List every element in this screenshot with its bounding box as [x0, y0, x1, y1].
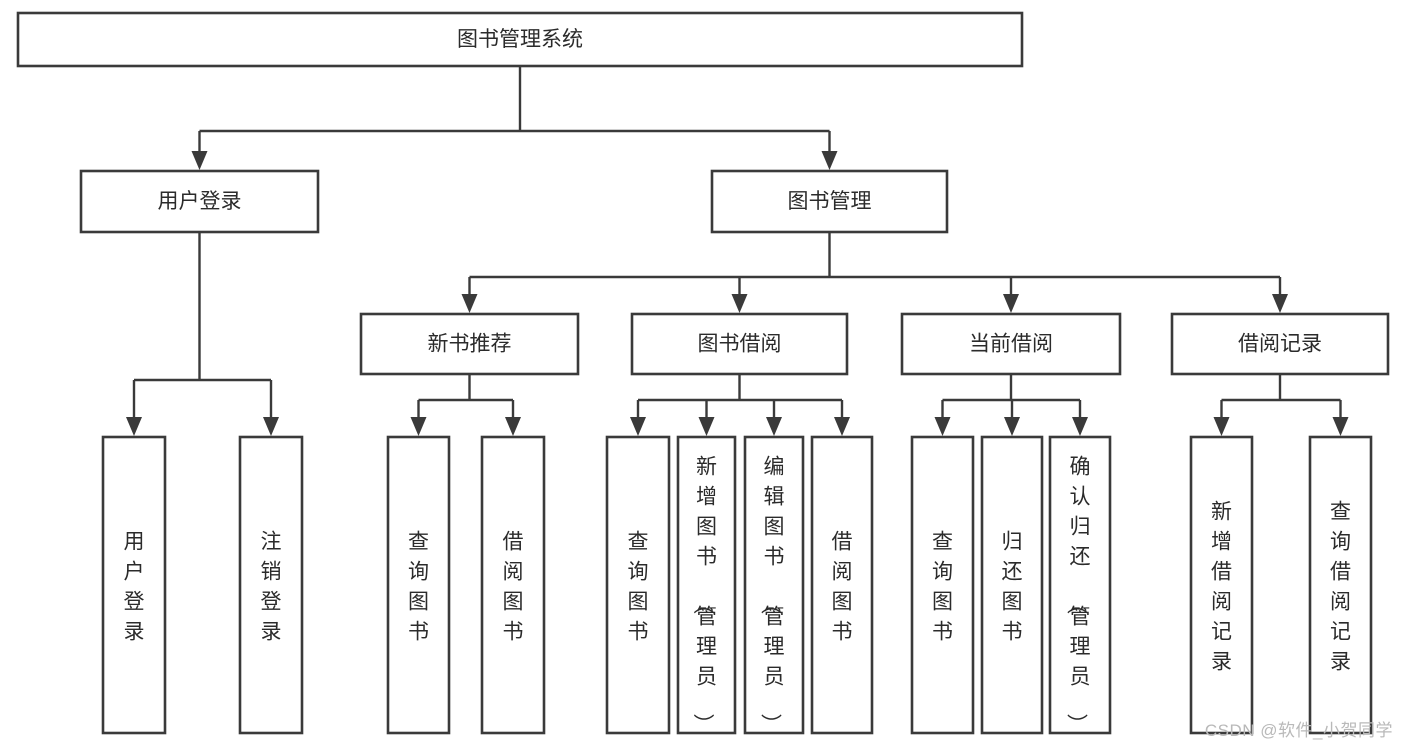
node-box	[16, 11, 1024, 68]
node-box	[1189, 435, 1254, 735]
node-root[interactable]: 图书管理系统	[16, 11, 1024, 68]
arrow-head-icon	[1004, 417, 1020, 436]
node-label: 借阅图书	[832, 530, 853, 643]
arrow-head-icon	[630, 417, 646, 436]
node-label: 归还图书	[1002, 530, 1023, 643]
node-label: 借阅记录	[1238, 333, 1322, 356]
node-box	[386, 435, 451, 735]
arrow-head-icon	[698, 417, 715, 436]
node-box	[710, 169, 949, 234]
node-label: 编辑图书（管理员）	[759, 455, 785, 734]
arrow-head-icon	[126, 417, 142, 436]
node-box	[101, 435, 167, 735]
node-label: 查询图书	[628, 530, 649, 643]
node-book-management[interactable]: 图书管理	[710, 169, 949, 234]
arrow-head-icon	[834, 417, 850, 436]
leaf-node-leaf-confirm-return[interactable]: 确认归还（管理员）	[1048, 435, 1112, 735]
leaf-node-leaf-query-book-1[interactable]: 查询图书	[386, 435, 451, 735]
node-box	[1048, 435, 1112, 735]
node-borrow-record[interactable]: 借阅记录	[1170, 312, 1390, 376]
node-box	[980, 435, 1044, 735]
node-box	[79, 169, 320, 234]
node-box	[238, 435, 304, 735]
node-box	[1308, 435, 1373, 735]
node-label: 当前借阅	[969, 333, 1053, 356]
nodes-layer: 图书管理系统用户登录图书管理新书推荐图书借阅当前借阅借阅记录用户登录注销登录查询…	[16, 11, 1390, 735]
arrow-head-icon	[1272, 294, 1288, 313]
node-box	[676, 435, 737, 735]
node-label: 注销登录	[261, 530, 282, 643]
node-box	[743, 435, 805, 735]
leaf-node-leaf-borrow-book-2[interactable]: 借阅图书	[810, 435, 874, 735]
node-new-book-recommend[interactable]: 新书推荐	[359, 312, 580, 376]
arrow-head-icon	[191, 151, 208, 170]
arrow-head-icon	[1213, 417, 1230, 436]
node-box	[359, 312, 580, 376]
node-box	[810, 435, 874, 735]
connector-group-book-management	[461, 232, 1288, 313]
node-label: 查询图书	[408, 530, 429, 643]
leaf-node-leaf-user-login[interactable]: 用户登录	[101, 435, 167, 735]
leaf-node-leaf-query-record[interactable]: 查询借阅记录	[1308, 435, 1373, 735]
node-label: 确认归还（管理员）	[1065, 455, 1091, 734]
leaf-node-leaf-logout[interactable]: 注销登录	[238, 435, 304, 735]
node-box	[910, 435, 975, 735]
connectors-layer	[126, 66, 1349, 436]
arrow-head-icon	[1003, 294, 1019, 313]
node-current-borrow[interactable]: 当前借阅	[900, 312, 1122, 376]
connector-group-user-login	[126, 232, 279, 436]
arrow-head-icon	[731, 294, 748, 313]
node-box	[630, 312, 849, 376]
node-label: 新书推荐	[428, 333, 512, 356]
node-box	[605, 435, 671, 735]
arrow-head-icon	[410, 417, 427, 436]
node-book-borrow[interactable]: 图书借阅	[630, 312, 849, 376]
connector-group-root	[191, 66, 838, 170]
node-box	[900, 312, 1122, 376]
node-box	[1170, 312, 1390, 376]
node-label: 新增图书（管理员）	[691, 455, 717, 734]
arrow-head-icon	[766, 417, 782, 436]
arrow-head-icon	[461, 294, 478, 313]
connector-group-borrow-record	[1213, 374, 1349, 436]
node-user-login[interactable]: 用户登录	[79, 169, 320, 234]
node-label: 图书管理	[788, 190, 872, 213]
connector-group-new-book-recommend	[410, 374, 521, 436]
node-label: 借阅图书	[503, 530, 524, 643]
arrow-head-icon	[1332, 417, 1349, 436]
node-label: 新增借阅记录	[1211, 500, 1232, 673]
node-label: 查询图书	[932, 530, 953, 643]
node-box	[480, 435, 546, 735]
leaf-node-leaf-query-book-3[interactable]: 查询图书	[910, 435, 975, 735]
leaf-node-leaf-return-book[interactable]: 归还图书	[980, 435, 1044, 735]
connector-group-current-borrow	[934, 374, 1088, 436]
node-label: 用户登录	[124, 530, 145, 643]
arrow-head-icon	[821, 151, 838, 170]
leaf-node-leaf-query-book-2[interactable]: 查询图书	[605, 435, 671, 735]
node-label: 图书管理系统	[457, 28, 583, 51]
node-label: 查询借阅记录	[1330, 500, 1351, 673]
arrow-head-icon	[934, 417, 951, 436]
arrow-head-icon	[263, 417, 279, 436]
arrow-head-icon	[505, 417, 521, 436]
leaf-node-leaf-add-record[interactable]: 新增借阅记录	[1189, 435, 1254, 735]
csdn-watermark: CSDN @软件_小贺同学	[1204, 721, 1393, 740]
leaf-node-leaf-edit-book[interactable]: 编辑图书（管理员）	[743, 435, 805, 735]
arrow-head-icon	[1072, 417, 1088, 436]
leaf-node-leaf-add-book[interactable]: 新增图书（管理员）	[676, 435, 737, 735]
node-label: 用户登录	[158, 190, 242, 213]
node-label: 图书借阅	[698, 333, 782, 356]
leaf-node-leaf-borrow-book-1[interactable]: 借阅图书	[480, 435, 546, 735]
connector-group-book-borrow	[630, 374, 850, 436]
